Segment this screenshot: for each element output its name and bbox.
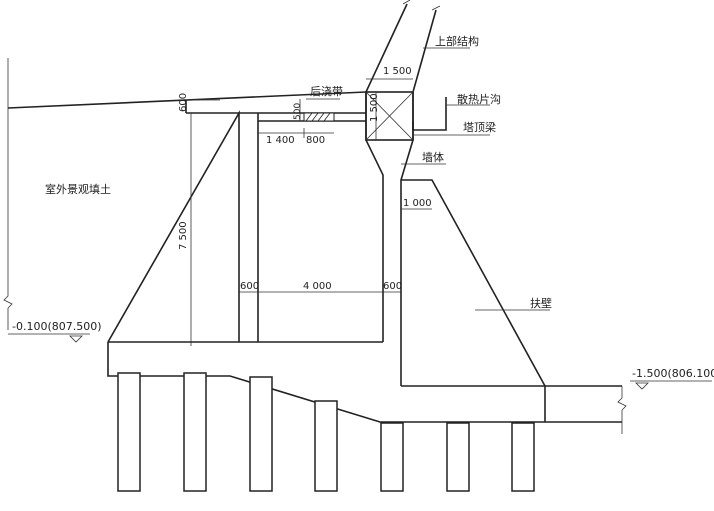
label-post-pour-strip: 后浇带 [310,85,343,98]
top-slab [185,100,366,122]
post-pour-strip [303,112,335,122]
dim-800: 800 [306,135,325,146]
dim-7500: 7 500 [178,221,189,250]
label-superstructure: 上部结构 [435,34,479,48]
right-buttress [401,179,546,387]
right-ground-edge [617,386,627,434]
piles [117,372,535,492]
dim-1500-side: 1 500 [369,93,380,122]
dim-1500-top: 1 500 [383,66,412,77]
radiator-trench [412,97,447,131]
dimension-lines [186,78,432,346]
left-wall [107,109,259,343]
dim-600-a: 600 [240,281,259,292]
leader-lines [8,47,712,390]
dim-4000: 4 000 [303,281,332,292]
label-level-right: -1.500(806.100) [632,367,714,380]
base-slab [107,341,622,423]
label-wall: 墙体 [422,150,444,164]
dim-1400: 1 400 [266,135,295,146]
dim-600-left: 600 [178,93,189,112]
label-level-left: -0.100(807.500) [12,320,102,333]
label-radiator-trench: 散热片沟 [457,92,501,106]
left-ground-edge [3,58,13,330]
dim-1000: 1 000 [403,198,432,209]
label-backfill: 室外景观填土 [45,182,111,196]
label-buttress: 扶壁 [530,296,552,310]
tower-top-beam [365,91,414,141]
dim-600-b: 600 [383,281,402,292]
dim-500: 500 [293,103,303,120]
superstructure [365,0,441,93]
label-tower-top-beam: 塔顶梁 [463,120,496,134]
